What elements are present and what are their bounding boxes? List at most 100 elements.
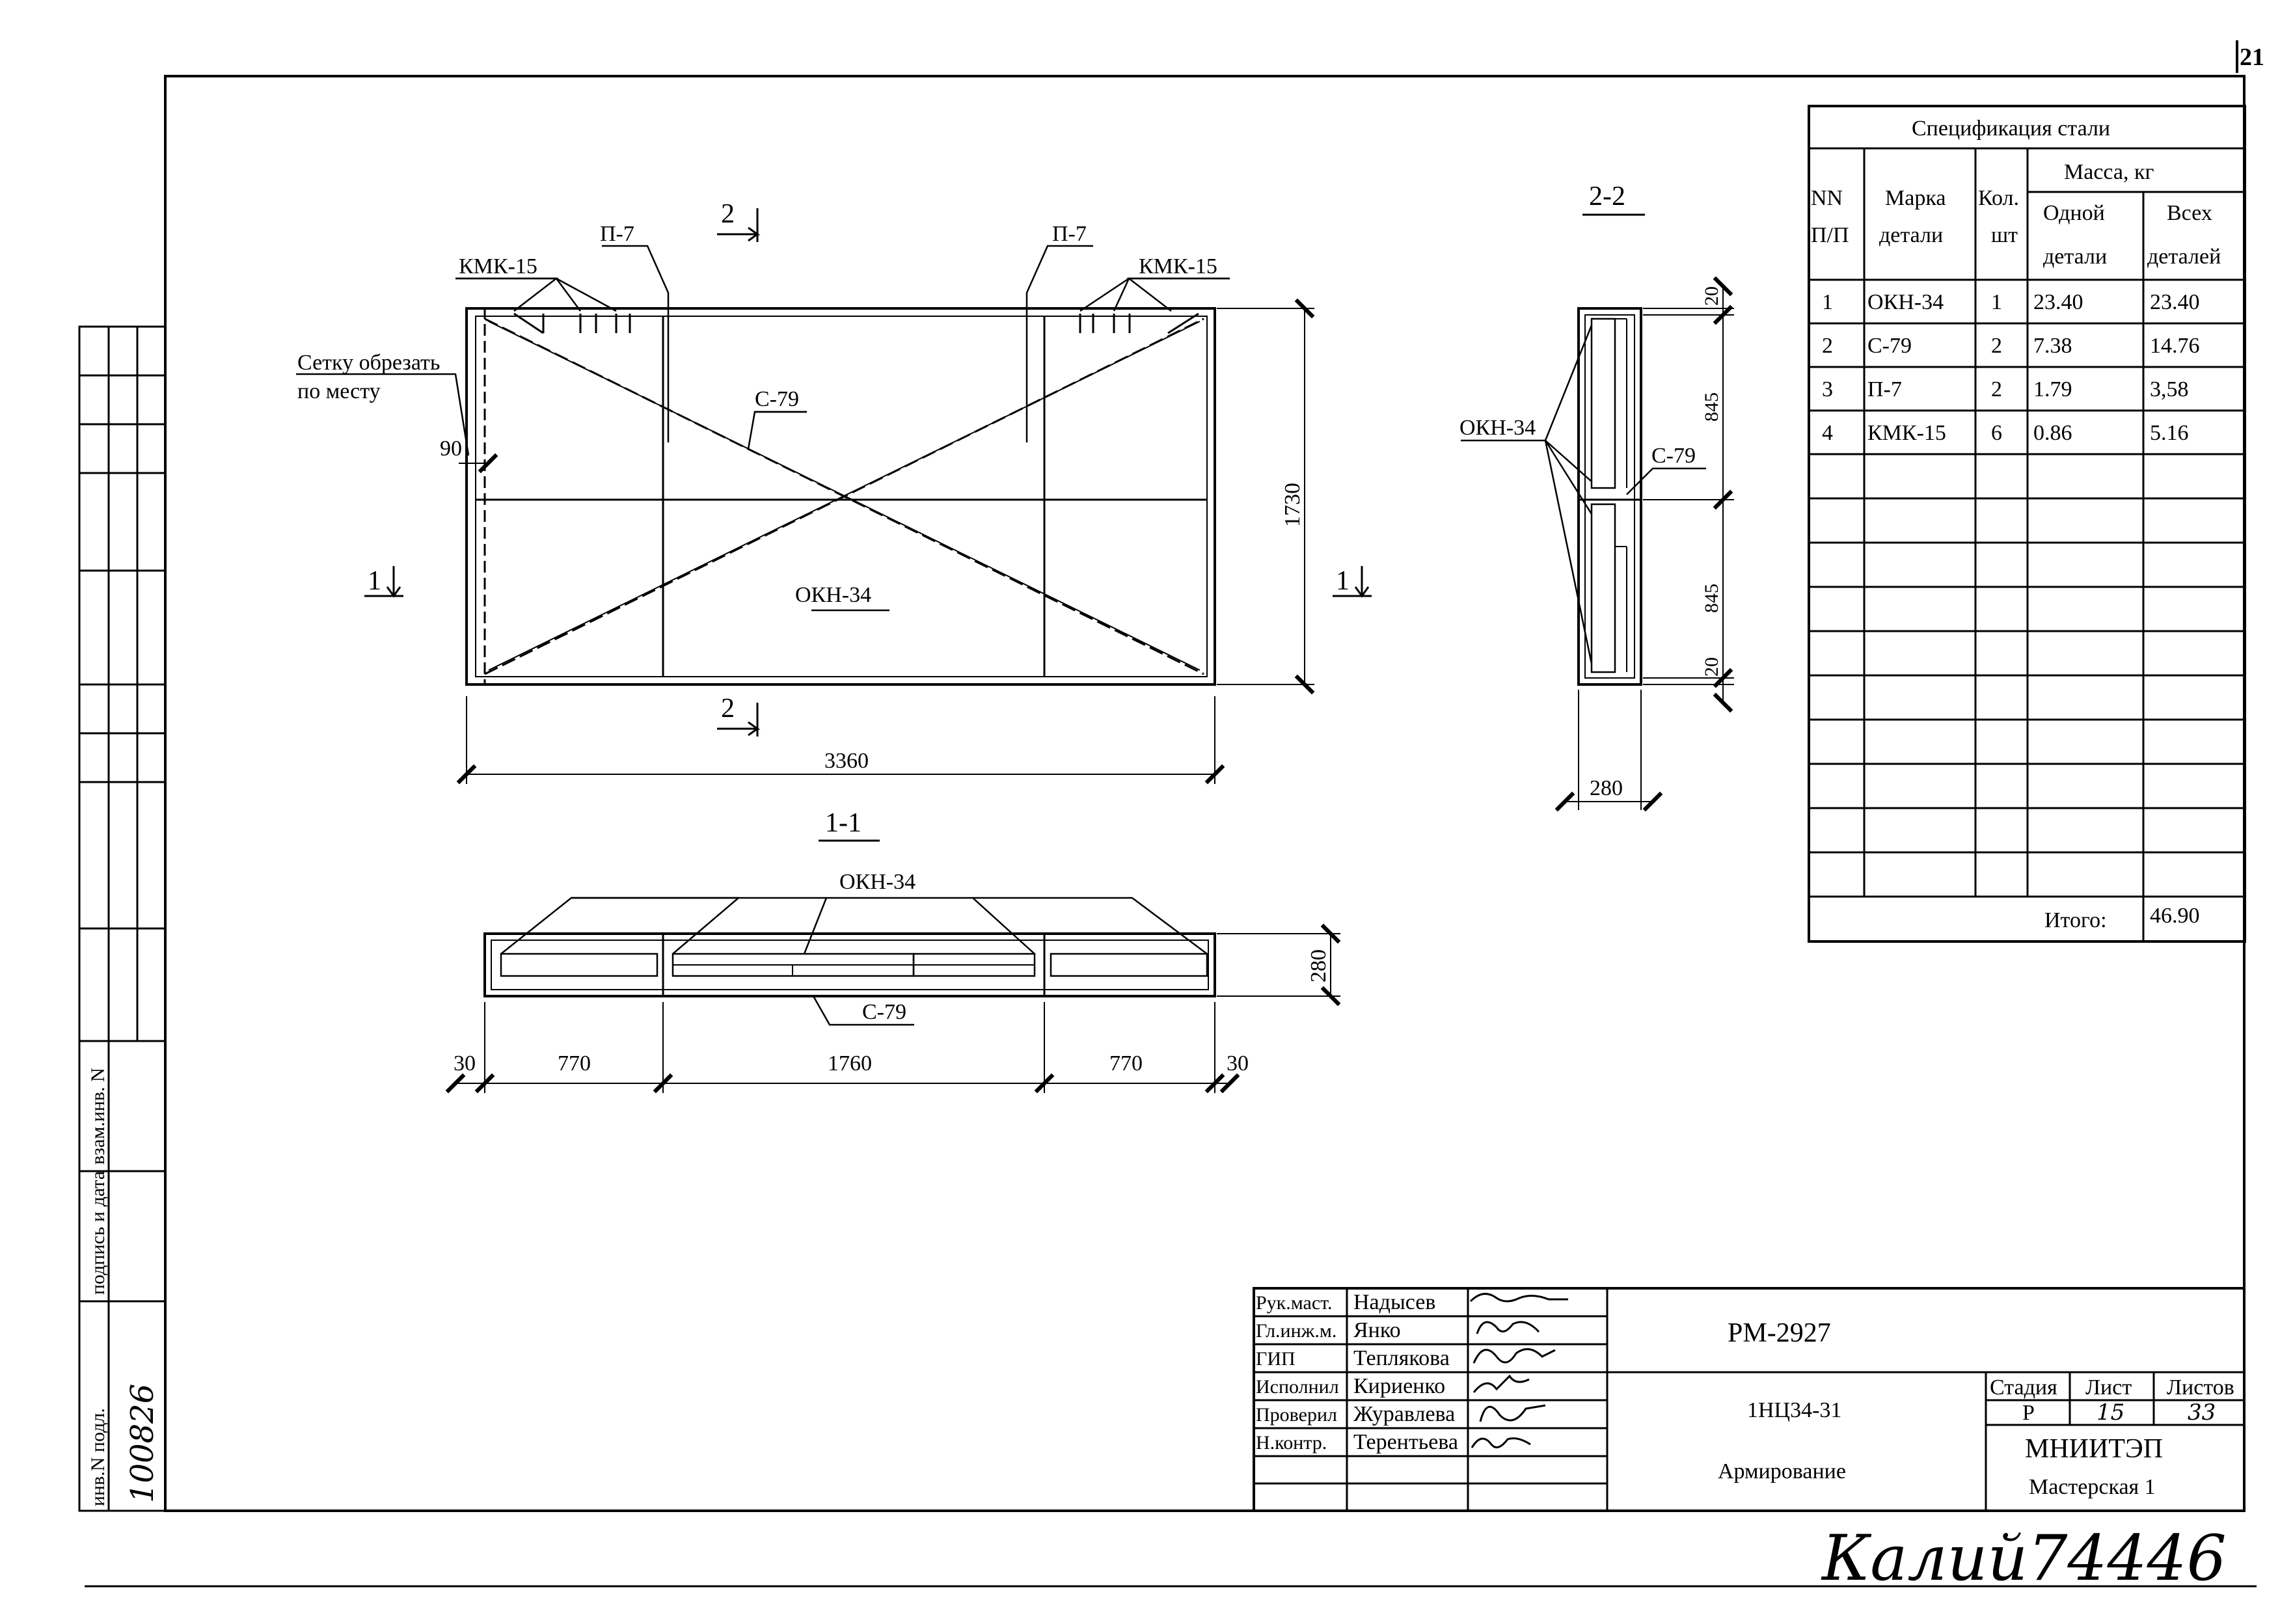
section-mark-2-top: 2 (721, 199, 735, 229)
section-2-dim-845-bottom: 845 (1701, 584, 1722, 613)
section-1-okn: ОКН-34 (839, 870, 916, 894)
section-1-c79: С-79 (862, 1000, 906, 1024)
spec-col-all-2: деталей (2147, 245, 2221, 269)
role-5: Проверил (1256, 1404, 1337, 1426)
role-4: Исполнил (1256, 1376, 1339, 1398)
spec-row-1: 1 ОКН-34 1 23.40 23.40 (1822, 290, 2200, 314)
section-1-dim-770-right: 770 (1109, 1051, 1143, 1076)
page-number: 21 (2240, 44, 2264, 71)
section-1-dim-280: 280 (1307, 949, 1331, 982)
callout-c79-plan: С-79 (755, 387, 799, 411)
section-1-title: 1-1 (825, 808, 862, 838)
role-6: Н.контр. (1256, 1432, 1327, 1454)
spec-row-2: 2 С-79 2 7.38 14.76 (1822, 334, 2200, 358)
sheets-label: Листов (2167, 1375, 2234, 1400)
spec-row-2-all: 14.76 (2150, 334, 2200, 358)
role-2: Гл.инж.м. (1256, 1320, 1336, 1342)
name-6: Терентьева (1353, 1430, 1458, 1454)
side-stamp (78, 325, 167, 1512)
spec-col-one-1: Одной (2043, 201, 2105, 225)
title-block-names: Надысев Янко Теплякова Кириенко Журавлев… (1353, 1290, 1458, 1454)
spec-title: Спецификация стали (1912, 116, 2110, 141)
spec-mass-header: Масса, кг (2064, 160, 2154, 184)
section-2-dim-845-top: 845 (1701, 392, 1722, 422)
spec-col-mark-2: детали (1879, 223, 1943, 247)
role-1: Рук.маст. (1256, 1292, 1333, 1314)
spec-col-qty-1: Кол. (1978, 186, 2019, 210)
side-stamp-sign-date: подпись и дата (87, 1171, 109, 1295)
dim-3360: 3360 (824, 749, 869, 773)
section-mark-1-right: 1 (1336, 566, 1350, 596)
section-2-dimensions (1554, 276, 1734, 812)
spec-row-3: 3 П-7 2 1.79 3,58 (1822, 377, 2189, 401)
object-code: 1НЦ34-31 (1747, 1398, 1841, 1422)
spec-row-4-mark: КМК-15 (1867, 421, 1946, 445)
spec-col-no-2: П/П (1811, 223, 1849, 247)
spec-total-label: Итого: (2044, 908, 2107, 932)
plan-view (465, 307, 1216, 686)
spec-row-3-all: 3,58 (2150, 377, 2189, 401)
section-1-leaders (500, 897, 1208, 1026)
section-1-dim-1760: 1760 (828, 1051, 872, 1076)
sheet-value: 15 (2096, 1400, 2124, 1426)
spec-col-one-2: детали (2043, 245, 2107, 269)
spec-row-3-one: 1.79 (2033, 377, 2072, 401)
spec-col-qty-2: шт (1991, 223, 2018, 247)
role-3: ГИП (1256, 1348, 1296, 1370)
spec-row-1-all: 23.40 (2150, 290, 2200, 314)
section-2-okn: ОКН-34 (1459, 416, 1536, 440)
bottom-handwriting: Калий74446 (1821, 1522, 2227, 1595)
spec-row-4-qty: 6 (1991, 421, 2002, 445)
title-block-grid (1253, 1287, 2246, 1512)
spec-row-2-qty: 2 (1991, 334, 2002, 358)
section-2-c79: С-79 (1651, 444, 1696, 468)
spec-col-no-1: NN (1811, 186, 1843, 210)
section-mark-2-bottom: 2 (721, 694, 735, 724)
section-1-body (483, 932, 1216, 997)
spec-row-1-mark: ОКН-34 (1867, 290, 1944, 314)
section-mark-1-left: 1 (368, 566, 381, 596)
section-1-dim-30-left: 30 (454, 1051, 476, 1076)
name-5: Журавлева (1353, 1402, 1455, 1426)
side-stamp-inv-repl: взам.инв. N (87, 1068, 109, 1165)
name-3: Теплякова (1353, 1346, 1450, 1370)
side-stamp-handwritten-number: 100826 (124, 1384, 161, 1503)
section-1-dimensions (445, 923, 1341, 1093)
section-2-dim-20-top: 20 (1701, 286, 1722, 306)
spec-row-4: 4 КМК-15 6 0.86 5.16 (1822, 421, 2189, 445)
spec-row-1-qty: 1 (1991, 290, 2002, 314)
callout-kmk-right: КМК-15 (1139, 254, 1217, 278)
spec-row-2-one: 7.38 (2033, 334, 2072, 358)
name-2: Янко (1353, 1318, 1401, 1342)
plan-underlines (455, 277, 1230, 413)
name-1: Надысев (1353, 1290, 1435, 1314)
project-code: РМ-2927 (1728, 1318, 1831, 1348)
side-stamp-inv-orig: инв.N подл. (87, 1408, 109, 1506)
spec-row-2-no: 2 (1822, 334, 1833, 358)
spec-row-3-no: 3 (1822, 377, 1833, 401)
plan-dimensions (456, 298, 1315, 785)
section-2-body (1577, 307, 1642, 686)
spec-total-value: 46.90 (2150, 904, 2200, 928)
note-line-1: Сетку обрезать (297, 351, 440, 375)
spec-row-2-mark: С-79 (1867, 334, 1912, 358)
stage-label: Стадия (1990, 1375, 2057, 1400)
note-line-2: по месту (297, 379, 381, 403)
spec-row-1-no: 1 (1822, 290, 1833, 314)
spec-table-grid (1808, 105, 2246, 943)
name-4: Кириенко (1353, 1374, 1445, 1398)
callout-p7-left: П-7 (600, 222, 634, 246)
section-2-dim-280: 280 (1590, 776, 1623, 800)
dim-1730: 1730 (1281, 483, 1305, 527)
spec-row-4-no: 4 (1822, 421, 1833, 445)
section-2-leaders (1461, 325, 1706, 664)
spec-col-mark-1: Марка (1885, 186, 1946, 210)
org-name: МНИИТЭП (2025, 1434, 2163, 1464)
spec-row-1-one: 23.40 (2033, 290, 2083, 314)
plan-leaders (296, 245, 1230, 612)
callout-kmk-left: КМК-15 (459, 254, 537, 278)
sheet-title: Армирование (1718, 1459, 1846, 1483)
section-1-dim-770-left: 770 (558, 1051, 591, 1076)
sheets-value: 33 (2188, 1400, 2216, 1426)
